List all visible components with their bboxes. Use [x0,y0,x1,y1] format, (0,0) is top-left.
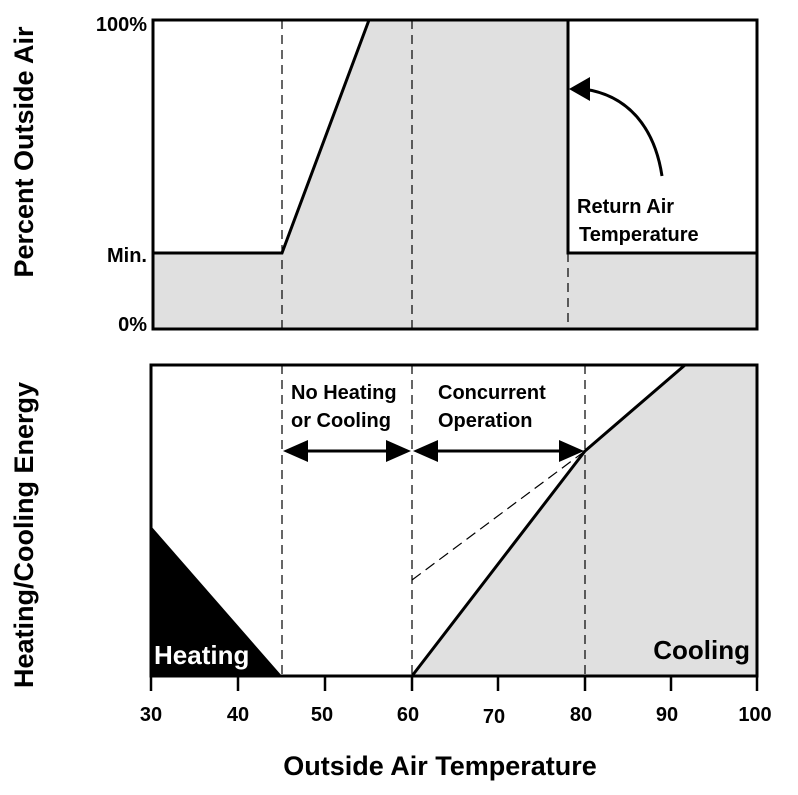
concurrent-label-2: Operation [438,410,532,432]
bottom-y-axis-title: Heating/Cooling Energy [9,382,39,688]
return-air-label-2: Temperature [579,224,699,246]
concurrent-arrowhead-left [413,440,438,462]
x-tick-90: 90 [656,704,678,726]
heating-label: Heating [154,640,249,670]
top-y-tick-100: 100% [96,14,147,36]
top-y-tick-min: Min. [107,245,147,267]
cooling-curve [410,363,686,677]
bottom-panel: No Heating or Cooling Concurrent Operati… [9,363,759,688]
return-air-label-1: Return Air [577,196,674,218]
no-heating-arrowhead-right [386,440,411,462]
outside-air-fill [153,20,757,329]
x-tick-50: 50 [311,704,333,726]
x-tick-marks [149,676,759,691]
x-tick-60: 60 [397,704,419,726]
x-tick-100: 100 [738,704,771,726]
bottom-panel-frame [149,363,759,678]
top-panel-frame [151,18,759,331]
top-y-axis-title: Percent Outside Air [9,26,39,278]
return-air-arrow [582,87,664,177]
no-heating-label-1: No Heating [291,382,397,404]
no-heating-label-2: or Cooling [291,410,391,432]
cooling-label: Cooling [653,635,750,665]
return-air-arrowhead [569,77,590,101]
top-y-tick-0: 0% [118,314,147,336]
concurrent-arrowhead-right [559,440,584,462]
top-panel: 100% Min. 0% Percent Outside Air Return … [9,14,759,336]
x-tick-70: 70 [483,706,505,728]
no-heating-arrowhead-left [283,440,308,462]
concurrent-dashed-line [411,450,586,581]
x-tick-30: 30 [140,704,162,726]
heating-fill [151,526,282,676]
x-axis: 30 40 50 60 70 80 90 100 Outside Air Tem… [140,676,772,781]
x-tick-80: 80 [570,704,592,726]
x-tick-40: 40 [227,704,249,726]
return-air-step [566,20,757,255]
concurrent-label-1: Concurrent [438,382,546,404]
x-axis-title: Outside Air Temperature [283,751,597,781]
